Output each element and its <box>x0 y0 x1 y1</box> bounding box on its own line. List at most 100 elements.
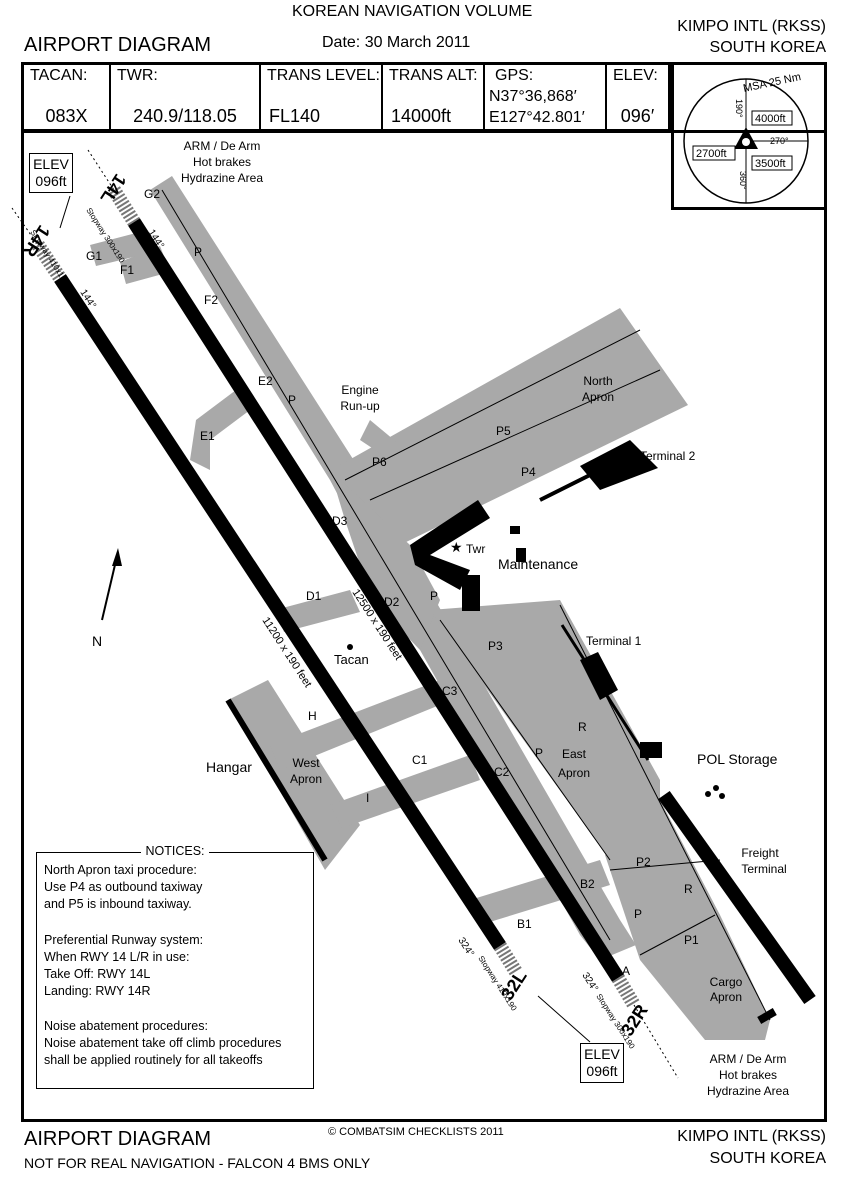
airport-name: KIMPO INTL (RKSS) <box>677 18 826 35</box>
twr-cell: TWR: 240.9/118.05 <box>111 65 261 129</box>
taxiway-g1-label: G1 <box>86 249 102 263</box>
freight-terminal-line-1: Freight <box>741 846 779 860</box>
msa-bearing-270: 270° <box>770 136 789 146</box>
footer-airport: KIMPO INTL (RKSS) <box>677 1128 826 1145</box>
notices-title: NOTICES: <box>141 844 209 858</box>
buildings <box>225 440 816 1024</box>
taxiway-i-label: I <box>366 791 369 805</box>
stopway-32l <box>494 942 522 976</box>
notice-line-12: shall be applied routinely for all takeo… <box>44 1053 263 1067</box>
elev-cell: ELEV: 096′ <box>607 65 668 129</box>
stopway-32r <box>611 974 641 1009</box>
info-box: TACAN: 083X TWR: 240.9/118.05 TRANS LEVE… <box>21 62 671 132</box>
north-apron-surface <box>340 308 688 545</box>
freight-terminal-line-2: Terminal <box>741 862 786 876</box>
taxiway-d1-surface <box>275 590 360 632</box>
taxiway-c1-label: C1 <box>412 753 428 767</box>
taxiway-b1-surface <box>470 860 610 925</box>
terminal-2-label: Terminal 2 <box>640 449 696 463</box>
taxiway-c2-label: C2 <box>494 765 510 779</box>
notice-line-2: Use P4 as outbound taxiway <box>44 880 203 894</box>
taxiway-d2-label: D2 <box>384 595 400 609</box>
notice-line-3: and P5 is inbound taxiway. <box>44 897 192 911</box>
taxiway-p5-line <box>344 329 641 481</box>
maintenance-label: Maintenance <box>498 556 578 572</box>
elev-bottom-line-1: ELEV <box>584 1046 620 1062</box>
gps-label: GPS: <box>495 67 534 84</box>
trans-alt-value: 14000ft <box>391 106 452 126</box>
taxiway-h-label: H <box>308 709 317 723</box>
elev-value: 096′ <box>620 106 655 126</box>
taxiway-p-label-2: P <box>288 393 296 407</box>
east-apron-surface <box>430 600 660 860</box>
north-arrow: N <box>92 548 122 649</box>
twr-value: 240.9/118.05 <box>133 106 237 126</box>
taxiway-g1-surface <box>90 232 146 266</box>
cargo-block <box>757 1008 777 1024</box>
taxiway-p-label-1: P <box>194 245 202 259</box>
airport-country: SOUTH KOREA <box>709 39 826 56</box>
terminal-1-label: Terminal 1 <box>586 634 642 648</box>
cargo-apron-line-1: Cargo <box>710 975 743 989</box>
map-frame <box>21 130 827 1122</box>
cargo-apron-surface <box>605 800 770 1040</box>
approach-line-32r <box>633 1004 679 1079</box>
arm-bottom-line-2: Hot brakes <box>719 1068 777 1082</box>
elev-top-box: ELEV 096ft <box>29 153 73 193</box>
hdg-324-32r: 324° <box>579 971 599 994</box>
taxiway-e1-surface <box>190 390 250 470</box>
pol-storage-label: POL Storage <box>697 751 778 767</box>
msa-alt-se: 3500ft <box>755 158 786 170</box>
notice-line-10: Noise abatement procedures: <box>44 1019 208 1033</box>
pol-tank-3 <box>719 793 725 799</box>
west-apron-line-2: Apron <box>290 772 322 786</box>
elev-top-line-1: ELEV <box>33 156 69 172</box>
north-label: N <box>92 633 102 649</box>
notice-line-6: When RWY 14 L/R in use: <box>44 950 190 964</box>
trans-alt-cell: TRANS ALT: 14000ft <box>383 65 485 129</box>
area-labels: ARM / De Arm Hot brakes Hydrazine Area A… <box>181 139 789 1098</box>
msa-bearing-360: 360° <box>738 171 748 190</box>
arm-bottom-line-1: ARM / De Arm <box>710 1052 787 1066</box>
control-tower-building <box>410 500 490 590</box>
engine-runup-line-2: Run-up <box>340 399 380 413</box>
notices-title-wrap: NOTICES: <box>37 844 313 858</box>
msa-bearing-190: 190° <box>734 99 744 118</box>
msa-alt-ne: 4000ft <box>755 113 786 125</box>
taxiway-p5-label: P5 <box>496 424 511 438</box>
taxiway-e2-label: E2 <box>258 374 273 388</box>
west-apron-line-1: West <box>292 756 320 770</box>
stopway-14r <box>32 241 66 282</box>
taxiway-p2-label: P2 <box>636 855 651 869</box>
west-apron-surface <box>228 680 360 870</box>
elev-bottom-box: ELEV 096ft <box>580 1043 624 1083</box>
footer-copyright: © COMBATSIM CHECKLISTS 2011 <box>328 1126 504 1138</box>
taxiway-p4-label: P4 <box>521 465 536 479</box>
terminal-1-building <box>580 652 618 700</box>
footer-disclaimer: NOT FOR REAL NAVIGATION - FALCON 4 BMS O… <box>24 1155 371 1171</box>
east-apron-line-2: Apron <box>558 766 590 780</box>
taxiway-p3-line <box>439 619 611 861</box>
north-apron-line-1: North <box>583 374 612 388</box>
hdg-324-32l: 324° <box>455 936 475 959</box>
terminal-2-pier <box>539 468 601 502</box>
arm-bottom-line-3: Hydrazine Area <box>707 1084 789 1098</box>
central-apron-surface <box>330 470 440 650</box>
taxiway-p-label-4: P <box>535 746 543 760</box>
taxiway-b2-label: B2 <box>580 877 595 891</box>
chart-date: Date: 30 March 2011 <box>322 34 471 51</box>
notice-line-7: Take Off: RWY 14L <box>44 967 151 981</box>
pol-building <box>640 742 662 758</box>
taxiway-p3-label: P3 <box>488 639 503 653</box>
notice-line-5: Preferential Runway system: <box>44 933 204 947</box>
maintenance-block-2 <box>516 548 526 562</box>
hangar-building <box>225 698 328 862</box>
gps-lon: E127°42.801′ <box>489 109 585 126</box>
gps-cell: GPS: N37°36,868′ E127°42.801′ <box>485 65 607 129</box>
taxiway-d3-label: D3 <box>332 514 348 528</box>
trans-level-value: FL140 <box>269 106 321 126</box>
gps-lat: N37°36,868′ <box>489 88 577 105</box>
maintenance-hangar <box>462 575 480 611</box>
taxiway-a-label: A <box>622 964 630 978</box>
